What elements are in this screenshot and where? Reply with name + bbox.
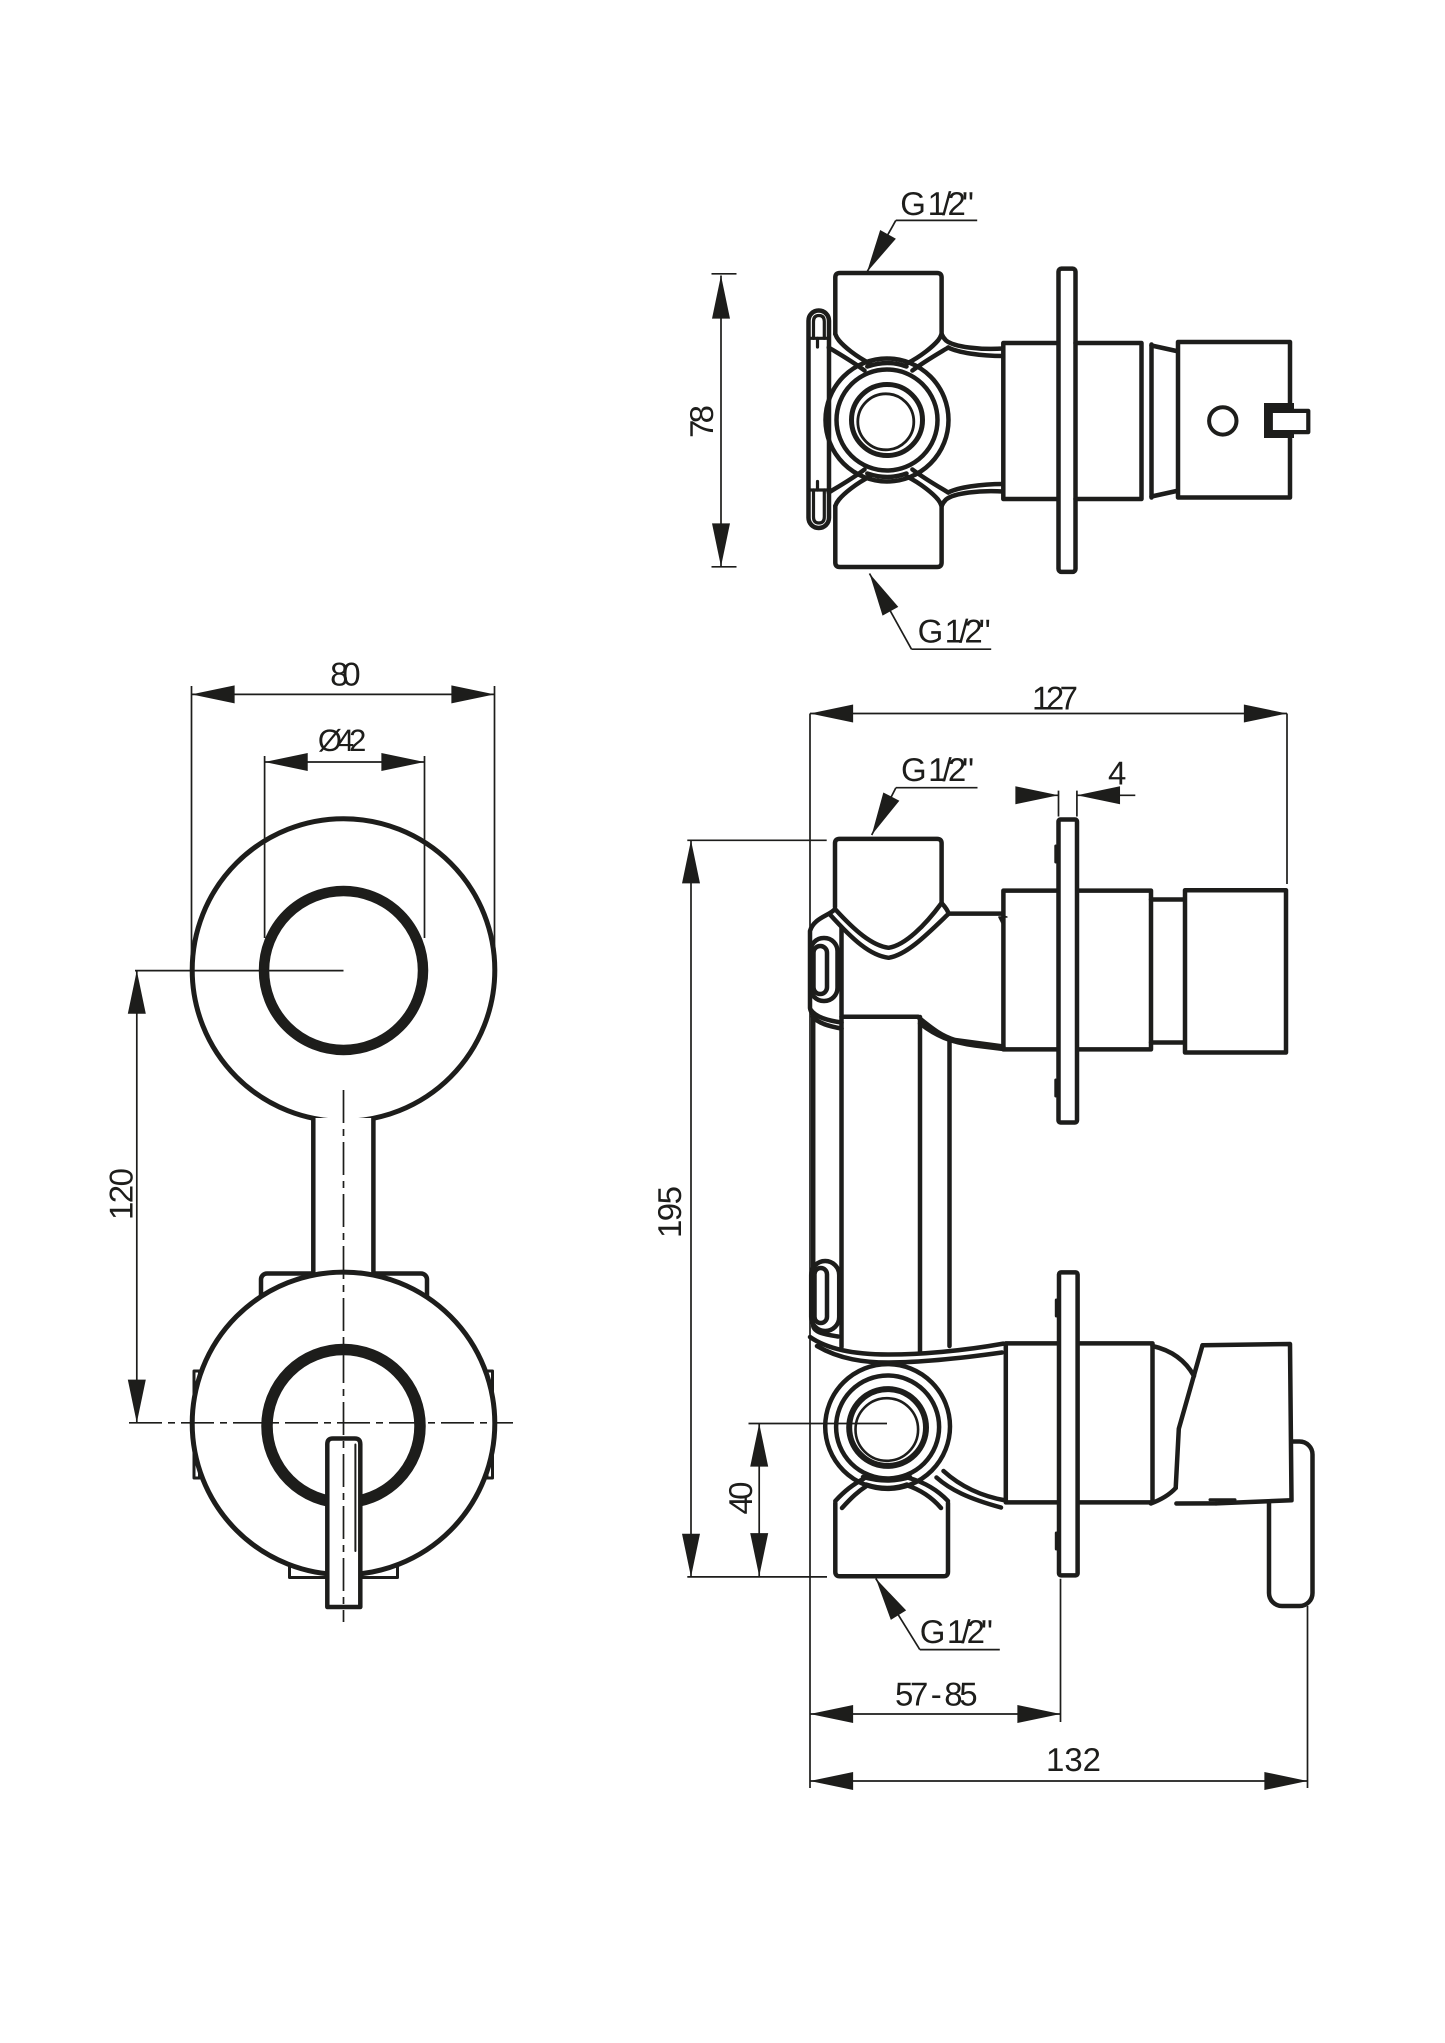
svg-text:57 - 85: 57 - 85 <box>895 1675 978 1712</box>
svg-text:G 1/2": G 1/2" <box>901 751 974 788</box>
svg-text:127: 127 <box>1032 680 1078 717</box>
svg-text:80: 80 <box>330 656 361 693</box>
svg-text:4: 4 <box>1108 755 1126 792</box>
svg-text:G 1/2": G 1/2" <box>920 1613 993 1650</box>
svg-text:40: 40 <box>722 1482 759 1515</box>
svg-text:G 1/2": G 1/2" <box>900 185 974 222</box>
svg-text:78: 78 <box>683 405 720 438</box>
svg-text:G 1/2": G 1/2" <box>918 613 991 650</box>
svg-text:132: 132 <box>1046 1741 1101 1778</box>
svg-text:120: 120 <box>103 1168 140 1220</box>
svg-text:195: 195 <box>651 1186 688 1238</box>
svg-text:Ø42: Ø42 <box>318 723 367 758</box>
